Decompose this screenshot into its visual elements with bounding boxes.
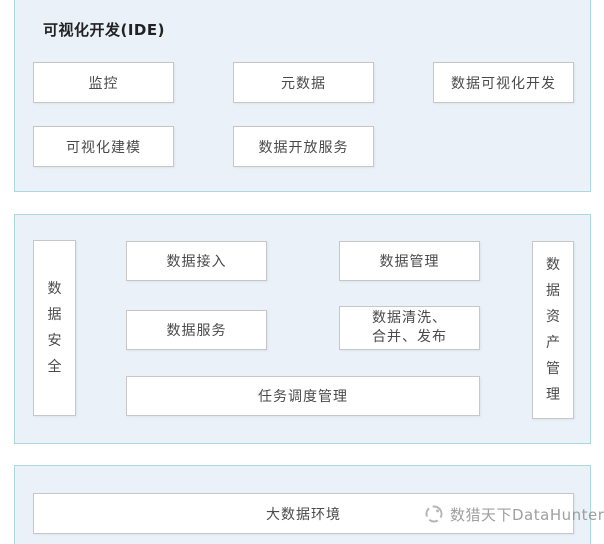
panel-ide-title: 可视化开发(IDE) <box>43 21 165 39</box>
box-data-asset-management-label: 数据资产管理 <box>545 257 560 403</box>
box-data-management: 数据管理 <box>339 241 480 281</box>
box-metadata: 元数据 <box>233 62 374 103</box>
box-data-open-service: 数据开放服务 <box>233 126 374 167</box>
box-task-scheduling-management: 任务调度管理 <box>126 376 480 416</box>
box-visual-modeling: 可视化建模 <box>33 126 174 167</box>
box-data-security-label: 数据安全 <box>47 281 62 375</box>
box-data-service: 数据服务 <box>126 310 267 350</box>
box-data-asset-management: 数据资产管理 <box>532 241 574 419</box>
box-data-visualization-dev: 数据可视化开发 <box>433 62 574 103</box>
box-data-cleaning-merge-publish: 数据清洗、 合并、发布 <box>339 306 480 350</box>
watermark: 数猎天下DataHunter <box>424 501 604 527</box>
watermark-text: 数猎天下DataHunter <box>450 505 604 524</box>
box-big-data-environment: 大数据环境 <box>33 493 574 534</box>
box-data-ingestion: 数据接入 <box>126 241 267 281</box>
datahunter-logo-icon <box>425 505 443 523</box>
box-data-security: 数据安全 <box>33 240 76 416</box>
box-monitoring: 监控 <box>33 62 174 103</box>
